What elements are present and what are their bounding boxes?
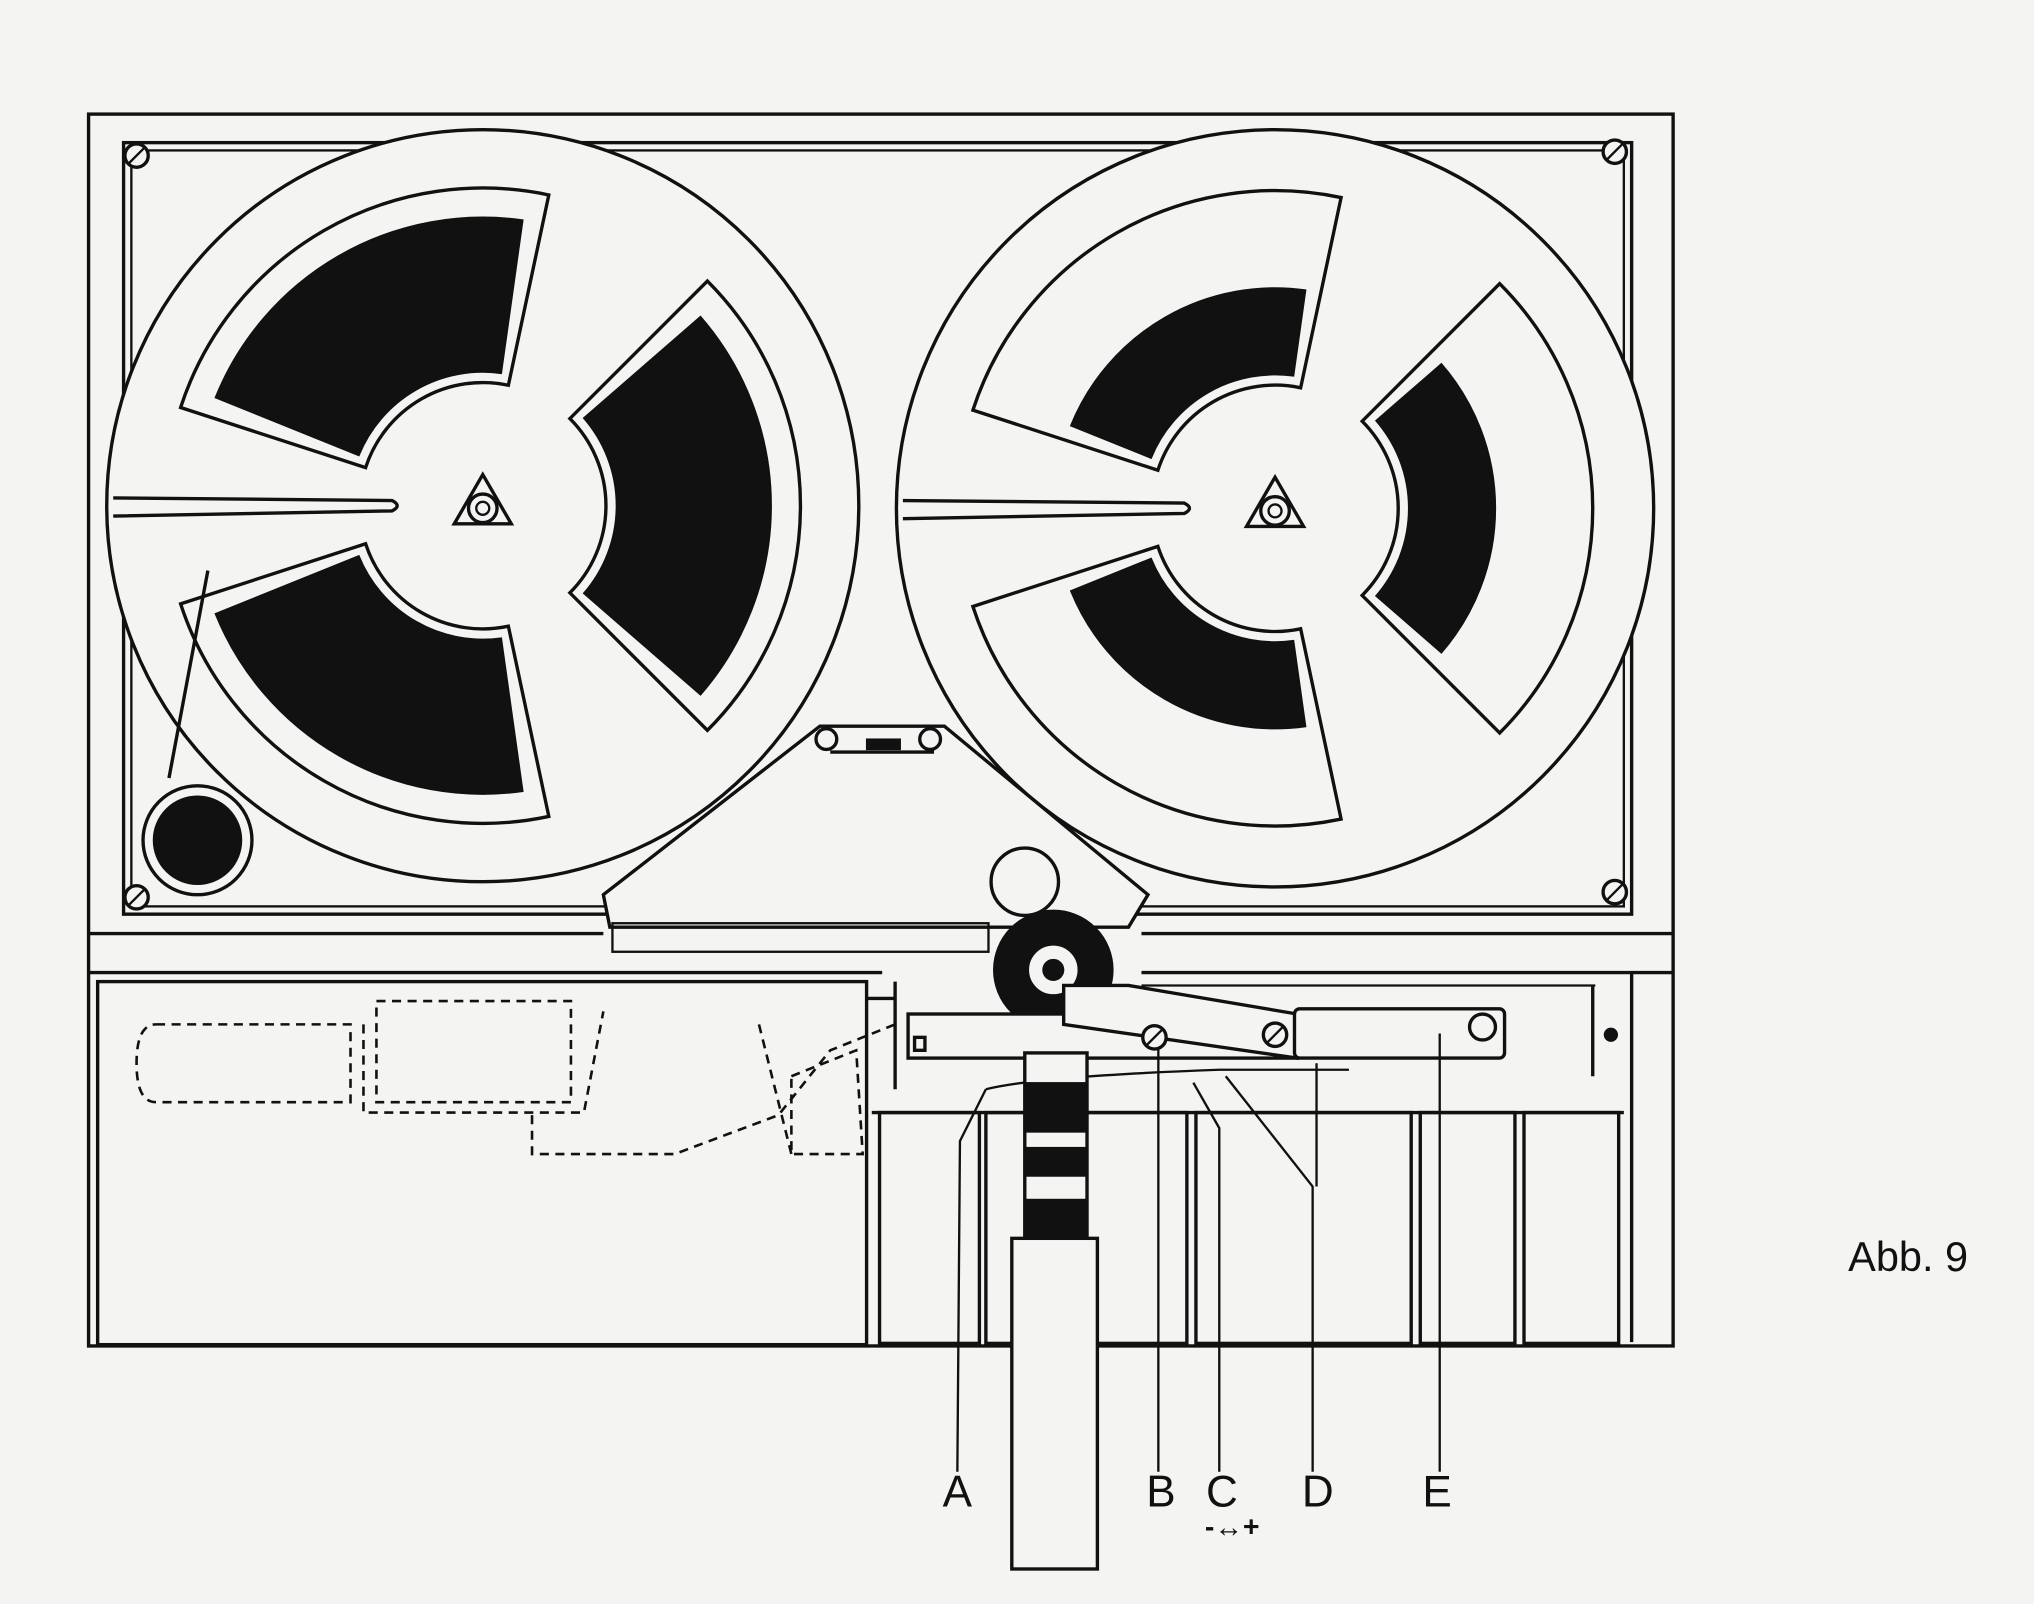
tape-pack [1069,557,1307,730]
piano-key-5 [1522,1110,1621,1346]
label-d: D [1302,1468,1334,1517]
key-stem [1010,1051,1100,1571]
adjust-direction-hint: -↔+ [1205,1512,1260,1544]
hidden-mechanism [135,999,896,1156]
piano-key-4 [1418,1110,1517,1346]
tape-pack [582,315,772,696]
tape-pack [214,554,524,795]
reel-slot [113,496,399,518]
figure-caption: Abb. 9 [1848,1233,1968,1280]
tension-roller [989,846,1061,918]
reel-slot [902,498,1192,521]
reel-hub-icon [451,471,515,526]
leader-lines [956,1033,1441,1472]
piano-keys [877,1110,1621,1346]
left-deck-panel [95,979,869,1347]
tape-pack [1069,287,1307,460]
label-b: B [1146,1468,1175,1517]
tape-pack [1374,362,1497,654]
reel-hub-icon [1243,473,1307,529]
right-reel [894,127,1656,889]
screws [123,138,1629,911]
tape-pack [214,216,524,457]
cabinet-outline [86,112,1675,1348]
piano-key-3 [1194,1110,1413,1346]
label-c: C [1206,1468,1238,1517]
piano-key-1 [877,1110,982,1346]
left-reel [105,127,861,884]
label-e: E [1422,1468,1451,1517]
lever-e [1292,1007,1507,1060]
label-a: A [943,1468,973,1517]
